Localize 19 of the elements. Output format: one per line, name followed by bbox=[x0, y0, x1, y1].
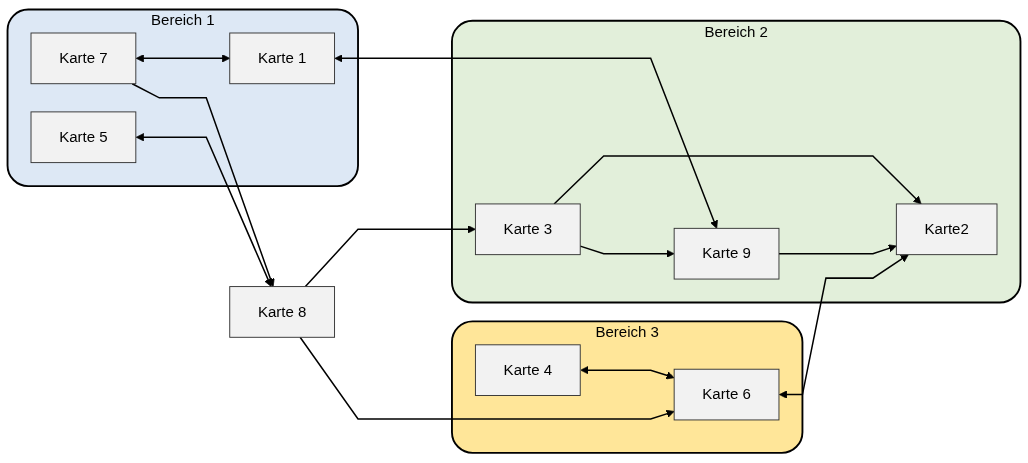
arrow bbox=[135, 133, 272, 288]
arrow bbox=[778, 244, 897, 255]
node-box: Karte2 bbox=[895, 203, 998, 256]
node-box: Karte 4 bbox=[474, 344, 581, 397]
node-box: Karte 6 bbox=[673, 369, 780, 421]
arrow bbox=[778, 254, 909, 400]
arrow bbox=[304, 225, 476, 288]
arrow bbox=[299, 336, 675, 421]
node-box: Karte 5 bbox=[30, 111, 137, 164]
node-box: Karte 7 bbox=[30, 32, 137, 85]
arrow bbox=[579, 245, 675, 259]
arrow bbox=[334, 54, 718, 230]
node-box: Karte 1 bbox=[229, 32, 336, 85]
node-box: Karte 8 bbox=[229, 286, 336, 339]
arrow bbox=[135, 54, 231, 63]
arrow bbox=[580, 366, 675, 380]
arrow bbox=[553, 155, 922, 205]
node-box: Karte 9 bbox=[673, 228, 780, 280]
node-box: Karte 3 bbox=[474, 203, 581, 256]
